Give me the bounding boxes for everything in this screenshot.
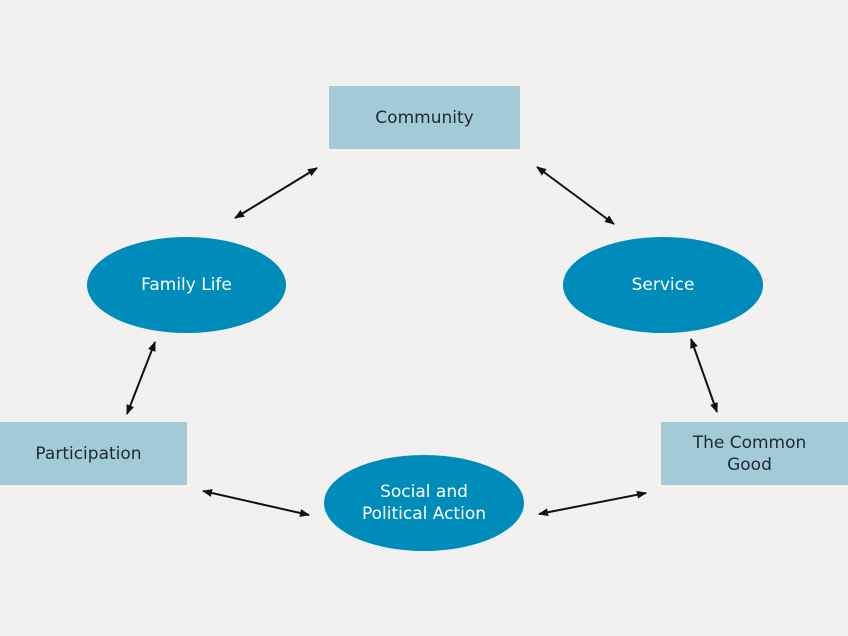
arrow-social-common-good — [538, 490, 647, 517]
family-life-label: Family Life — [141, 275, 232, 295]
arrow-family-participation — [126, 341, 156, 415]
arrow-family-community — [234, 167, 318, 219]
common-good-box: The Common Good — [661, 422, 848, 485]
community-label: Community — [375, 107, 474, 128]
service-label: Service — [631, 275, 695, 295]
service-oval: Service — [563, 237, 763, 333]
social-political-action-oval: Social and Political Action — [324, 455, 524, 551]
family-life-oval: Family Life — [87, 237, 286, 333]
participation-box: Participation — [0, 422, 187, 485]
common-good-label: The Common Good — [692, 432, 807, 475]
social-political-action-label: Social and Political Action — [361, 482, 486, 524]
arrow-community-service — [536, 166, 615, 225]
arrow-service-common-good — [690, 338, 718, 413]
community-box: Community — [329, 86, 520, 149]
arrow-participation-social — [202, 489, 310, 517]
participation-label: Participation — [35, 443, 142, 464]
